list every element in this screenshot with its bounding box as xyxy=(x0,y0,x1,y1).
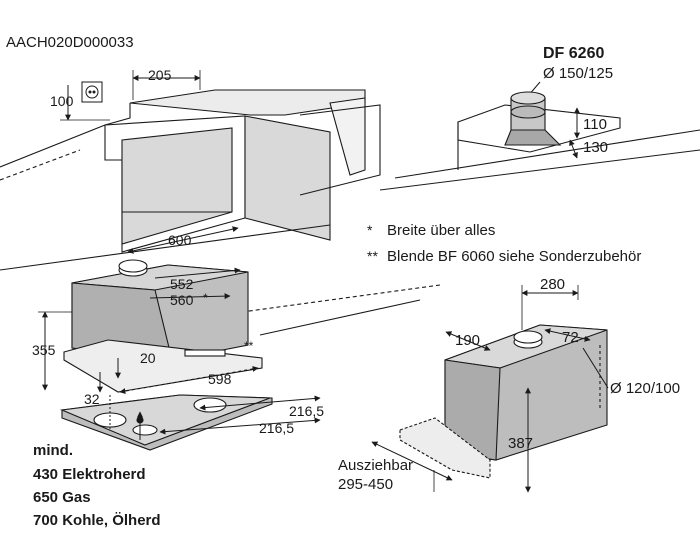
accessory-name: DF 6260 xyxy=(543,45,604,62)
dimension-552-560: 552 560 * xyxy=(149,267,241,308)
clearance-arrows xyxy=(97,372,143,440)
dimension-216-5-upper-label: 216,5 xyxy=(289,403,324,419)
dimension-598: 598 xyxy=(119,365,259,395)
dimension-355-label: 355 xyxy=(32,342,56,358)
dimension-20-label: 20 xyxy=(140,350,156,366)
dimension-552-label: 552 xyxy=(170,276,194,292)
dimension-600: 600 xyxy=(127,226,239,254)
extension-arrow xyxy=(371,441,453,492)
dimension-72 xyxy=(544,328,591,342)
dimension-216-5-lower-label: 216,5 xyxy=(259,420,294,436)
accessory-height-110: 110 xyxy=(583,116,607,133)
dimension-216-5 xyxy=(159,395,321,435)
extension-label: Ausziehbar xyxy=(338,457,413,474)
outlet-leader xyxy=(582,347,609,389)
dimension-387-label: 387 xyxy=(508,435,533,452)
dimension-20: 20 xyxy=(115,350,156,379)
note-2-mark: ** xyxy=(367,248,378,264)
note-marker-double-asterisk: ** xyxy=(244,339,254,353)
outlet-diameter: Ø 120/100 xyxy=(610,380,680,397)
dimension-205-label: 205 xyxy=(148,67,172,83)
dimension-205: 205 xyxy=(132,67,201,100)
dimension-280 xyxy=(521,285,579,330)
note-2-text: Blende BF 6060 siehe Sonderzubehör xyxy=(387,248,641,265)
clearance-electric: 430 Elektroherd xyxy=(33,466,146,483)
dimension-598-label: 598 xyxy=(208,371,232,387)
power-socket-icon xyxy=(81,81,103,103)
dimension-190-label: 190 xyxy=(455,332,480,349)
accessory-height-130: 130 xyxy=(583,139,608,156)
clearance-heading: mind. xyxy=(33,442,73,459)
dimension-110-130 xyxy=(569,107,580,159)
dimension-72-label: 72 xyxy=(562,329,579,346)
note-1-mark: * xyxy=(367,222,373,238)
clearance-coal: 700 Kohle, Ölherd xyxy=(33,512,161,529)
dimension-100: 100 xyxy=(50,85,110,121)
dimension-100-label: 100 xyxy=(50,93,74,109)
dimension-355: 355 xyxy=(32,311,72,391)
extractor-hood-right xyxy=(399,324,608,479)
dimension-560-label: 560 xyxy=(170,292,194,308)
dimension-280-label: 280 xyxy=(540,276,565,293)
note-1-text: Breite über alles xyxy=(387,222,495,239)
wall-cabinet xyxy=(0,89,700,336)
dimension-190 xyxy=(445,331,491,351)
dimension-600-label: 600 xyxy=(168,232,192,248)
document-code: AACH020D000033 xyxy=(6,34,134,51)
clearance-gas: 650 Gas xyxy=(33,489,91,506)
dimension-560-asterisk: * xyxy=(203,291,208,305)
extension-range: 295-450 xyxy=(338,476,393,493)
dimension-32-label: 32 xyxy=(84,391,100,407)
accessory-diameter: Ø 150/125 xyxy=(543,65,613,82)
